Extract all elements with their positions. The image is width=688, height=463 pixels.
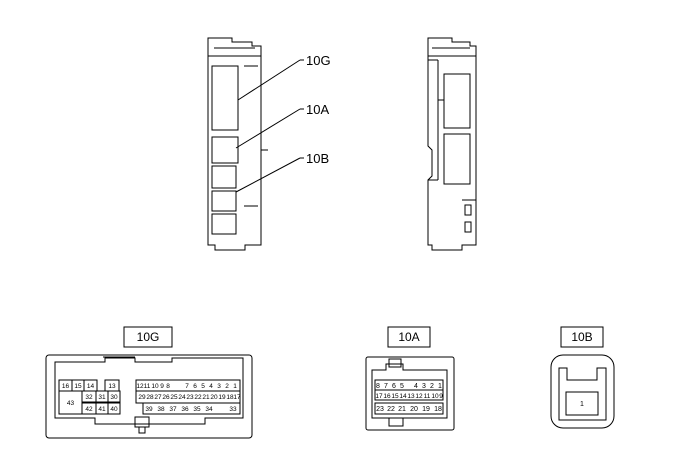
connector-10g-housing xyxy=(211,65,239,131)
connector-10b-housing xyxy=(211,165,237,189)
pin-10g-33: 33 xyxy=(229,406,237,413)
pin-10a-7: 7 xyxy=(384,383,388,390)
label-box-10g xyxy=(123,326,173,348)
pin-10g-7: 7 xyxy=(185,383,189,390)
pin-10g-12: 12 xyxy=(136,383,144,390)
pin-10g-8: 8 xyxy=(166,383,170,390)
pin-10a-23: 23 xyxy=(376,406,384,413)
pin-10g-5: 5 xyxy=(201,383,205,390)
pin-10a-13: 13 xyxy=(407,393,415,400)
connector-10g-pins: 16 15 14 13 43 32 31 30 42 41 40 12 11 1… xyxy=(62,383,241,413)
pin-10a-1: 1 xyxy=(438,383,442,390)
pin-10a-11: 11 xyxy=(424,393,431,400)
pin-10a-15: 15 xyxy=(391,393,399,400)
pin-10g-31: 31 xyxy=(98,394,106,401)
pin-10g-37: 37 xyxy=(169,406,177,413)
pin-10g-9: 9 xyxy=(160,383,164,390)
pin-10g-6: 6 xyxy=(193,383,197,390)
pin-10g-36: 36 xyxy=(181,406,189,413)
label-box-10b xyxy=(560,326,604,348)
pin-10g-27: 27 xyxy=(154,394,162,401)
pin-10g-32: 32 xyxy=(85,394,93,401)
pin-10g-11: 11 xyxy=(144,383,151,390)
pin-10a-9: 9 xyxy=(439,393,443,400)
connector-10a-pins: 8 7 6 5 4 3 2 1 17 16 15 14 13 12 11 10 … xyxy=(375,383,443,413)
pin-10g-38: 38 xyxy=(157,406,165,413)
pin-10g-28: 28 xyxy=(146,394,154,401)
connector-10a-face xyxy=(365,356,455,431)
pin-10b-1: 1 xyxy=(580,401,584,408)
connector-10b-face xyxy=(550,354,615,429)
leader-10a xyxy=(235,108,301,149)
pin-10g-30: 30 xyxy=(110,394,118,401)
pin-10g-17: 17 xyxy=(233,394,241,401)
pin-10a-21: 21 xyxy=(398,406,406,413)
label-box-10a xyxy=(387,326,431,348)
pin-10a-2: 2 xyxy=(430,383,434,390)
pin-10g-1: 1 xyxy=(233,383,237,390)
pin-10g-42: 42 xyxy=(85,406,93,413)
pin-10g-40: 40 xyxy=(110,406,118,413)
pin-10g-25: 25 xyxy=(170,394,178,401)
label-10b: 10B xyxy=(571,330,592,344)
pin-10a-17: 17 xyxy=(375,393,383,400)
pin-10g-35: 35 xyxy=(193,406,201,413)
pin-10g-41: 41 xyxy=(98,406,106,413)
pin-10g-22: 22 xyxy=(194,394,202,401)
pin-10a-14: 14 xyxy=(399,393,407,400)
pin-10g-15: 15 xyxy=(74,383,82,390)
pin-10g-23: 23 xyxy=(186,394,194,401)
connector-10g-face xyxy=(45,354,253,439)
pin-10g-4: 4 xyxy=(209,383,213,390)
connector-10a-housing xyxy=(211,136,239,164)
pin-10a-4: 4 xyxy=(414,383,418,390)
ecu-front-view xyxy=(207,37,268,251)
label-10g: 10G xyxy=(137,330,160,344)
pin-10g-14: 14 xyxy=(87,383,95,390)
pin-10a-22: 22 xyxy=(387,406,395,413)
callout-10a: 10A xyxy=(306,102,329,117)
pin-10a-6: 6 xyxy=(392,383,396,390)
pin-10g-29: 29 xyxy=(138,394,146,401)
pin-10g-20: 20 xyxy=(210,394,218,401)
pin-10g-21: 21 xyxy=(202,394,210,401)
pin-10a-5: 5 xyxy=(400,383,404,390)
callout-10g: 10G xyxy=(306,53,331,68)
pin-10g-39: 39 xyxy=(145,406,153,413)
pin-10g-3: 3 xyxy=(217,383,221,390)
pin-10g-19: 19 xyxy=(218,394,226,401)
pin-10a-20: 20 xyxy=(410,406,418,413)
ecu-rear-view xyxy=(427,37,477,251)
callout-10b: 10B xyxy=(306,151,329,166)
pin-10g-24: 24 xyxy=(178,394,186,401)
pin-10a-3: 3 xyxy=(422,383,426,390)
pin-10g-2: 2 xyxy=(225,383,229,390)
leader-10b xyxy=(235,157,301,193)
pin-10g-26: 26 xyxy=(162,394,170,401)
label-10a: 10A xyxy=(398,330,419,344)
pin-10g-18: 18 xyxy=(226,394,234,401)
pin-10g-16: 16 xyxy=(62,383,70,390)
pin-10a-10: 10 xyxy=(431,393,439,400)
pin-10a-12: 12 xyxy=(415,393,423,400)
leader-10g xyxy=(237,59,301,101)
pin-10g-13: 13 xyxy=(108,383,116,390)
pin-10g-10: 10 xyxy=(151,383,159,390)
pin-10a-8: 8 xyxy=(376,383,380,390)
pin-10g-43: 43 xyxy=(67,400,75,407)
pin-10a-18: 18 xyxy=(434,406,442,413)
pin-10g-34: 34 xyxy=(205,406,213,413)
pin-10a-19: 19 xyxy=(422,406,430,413)
pin-10a-16: 16 xyxy=(383,393,391,400)
